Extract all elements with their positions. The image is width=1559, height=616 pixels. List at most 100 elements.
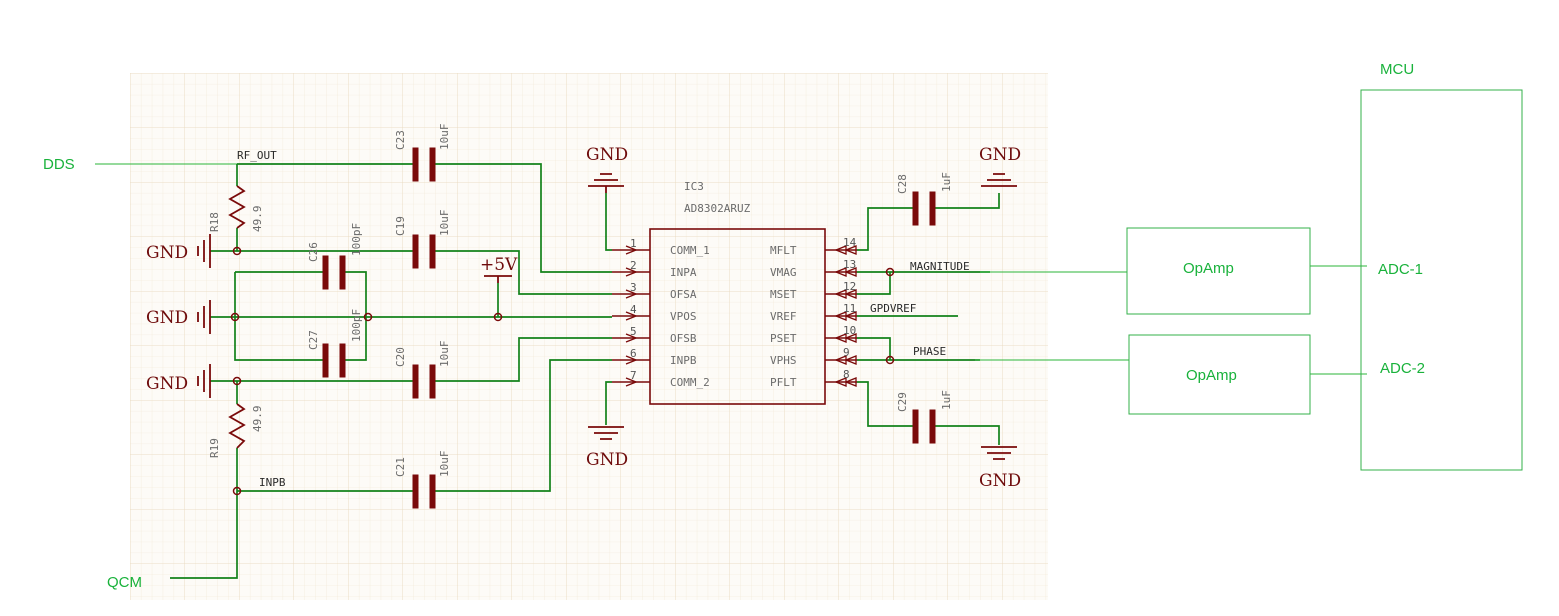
svg-text:GND: GND (146, 243, 188, 263)
pin-name: PSET (770, 332, 797, 345)
svg-text:C23: C23 (394, 130, 407, 150)
schematic-grid (130, 73, 1048, 600)
pin-name: INPA (670, 266, 697, 279)
svg-text:49.9: 49.9 (251, 406, 264, 433)
gnd-symbol-c28: GND (979, 145, 1021, 187)
mcu-label: MCU (1380, 61, 1414, 78)
mcu-block: MCU ADC-1 ADC-2 (1360, 61, 1523, 471)
svg-text:C19: C19 (394, 216, 407, 236)
svg-text:10uF: 10uF (438, 210, 451, 237)
pin-number: 6 (630, 347, 637, 360)
gnd-symbol-comm1: GND (586, 145, 628, 193)
svg-text:C27: C27 (307, 330, 320, 350)
capacitor-c29: C29 1uF (896, 390, 953, 444)
capacitor-c28: C28 1uF (896, 172, 953, 226)
net-inpb: INPB (259, 476, 286, 489)
pin-name: COMM_1 (670, 244, 710, 257)
gnd-symbol-3: GND (146, 364, 211, 398)
pin-name: VMAG (770, 266, 797, 279)
capacitor-c27: C27 100pF (307, 309, 363, 378)
pin-name: OFSA (670, 288, 697, 301)
svg-text:C26: C26 (307, 242, 320, 262)
pin-name: PFLT (770, 376, 797, 389)
svg-text:49.9: 49.9 (251, 206, 264, 233)
pin-number: 1 (630, 237, 637, 250)
pin-name: INPB (670, 354, 697, 367)
svg-text:1uF: 1uF (940, 172, 953, 192)
wires (95, 163, 1367, 579)
resistor-r18: R18 49.9 (208, 185, 264, 233)
capacitor-c21: C21 10uF (394, 451, 451, 509)
svg-text:OpAmp: OpAmp (1186, 367, 1237, 384)
gnd-symbol-1: GND (146, 234, 211, 268)
pin-name: MSET (770, 288, 797, 301)
pin-number: 5 (630, 325, 637, 338)
svg-text:10uF: 10uF (438, 341, 451, 368)
capacitor-c23: C23 10uF (394, 124, 451, 182)
opamp-block-2: OpAmp (1128, 334, 1311, 415)
vcc-symbol: +5V (480, 255, 518, 283)
svg-text:R19: R19 (208, 438, 221, 458)
pin-number: 9 (843, 346, 850, 359)
pin-number: 8 (843, 368, 850, 381)
pin-number: 4 (630, 303, 637, 316)
pin-number: 7 (630, 369, 637, 382)
pin-name: VREF (770, 310, 797, 323)
adc1-label: ADC-1 (1378, 261, 1423, 278)
opamp-block-1: OpAmp (1126, 227, 1311, 315)
adc2-label: ADC-2 (1380, 360, 1425, 377)
svg-text:C20: C20 (394, 347, 407, 367)
svg-text:AD8302ARUZ: AD8302ARUZ (684, 202, 751, 215)
svg-text:C28: C28 (896, 174, 909, 194)
svg-text:C29: C29 (896, 392, 909, 412)
net-magnitude: MAGNITUDE (910, 260, 970, 273)
pin-name: COMM_2 (670, 376, 710, 389)
svg-text:10uF: 10uF (438, 124, 451, 151)
pin-number: 13 (843, 258, 856, 271)
pin-name: VPHS (770, 354, 797, 367)
svg-text:1uF: 1uF (940, 390, 953, 410)
svg-text:R18: R18 (208, 212, 221, 232)
gnd-symbol-c29: GND (979, 446, 1021, 491)
pin-name: OFSB (670, 332, 697, 345)
svg-text:GND: GND (979, 471, 1021, 491)
svg-text:+5V: +5V (480, 255, 518, 275)
pin-number: 14 (843, 236, 857, 249)
net-rf-out: RF_OUT (237, 149, 277, 162)
junctions (230, 246, 895, 496)
svg-text:GND: GND (979, 145, 1021, 165)
svg-text:GND: GND (586, 145, 628, 165)
svg-text:C21: C21 (394, 457, 407, 477)
svg-text:IC3: IC3 (684, 180, 704, 193)
pin-number: 3 (630, 281, 637, 294)
qcm-label: QCM (107, 574, 142, 591)
net-gpdvref: GPDVREF (870, 302, 916, 315)
svg-text:OpAmp: OpAmp (1183, 260, 1234, 277)
pin-number: 2 (630, 259, 637, 272)
capacitor-c20: C20 10uF (394, 341, 451, 399)
pin-name: MFLT (770, 244, 797, 257)
resistor-r19: R19 49.9 (208, 403, 264, 458)
svg-text:100pF: 100pF (350, 309, 363, 342)
pin-number: 12 (843, 280, 856, 293)
svg-text:100pF: 100pF (350, 223, 363, 256)
pin-name: VPOS (670, 310, 697, 323)
dds-label: DDS (43, 156, 75, 173)
pin-number: 11 (843, 302, 856, 315)
capacitor-c26: C26 100pF (307, 223, 363, 290)
svg-text:GND: GND (146, 308, 188, 328)
svg-text:GND: GND (146, 374, 188, 394)
net-phase: PHASE (913, 345, 946, 358)
pin-number: 10 (843, 324, 856, 337)
gnd-symbol-2: GND (146, 300, 211, 334)
gnd-symbol-comm2: GND (586, 426, 628, 470)
